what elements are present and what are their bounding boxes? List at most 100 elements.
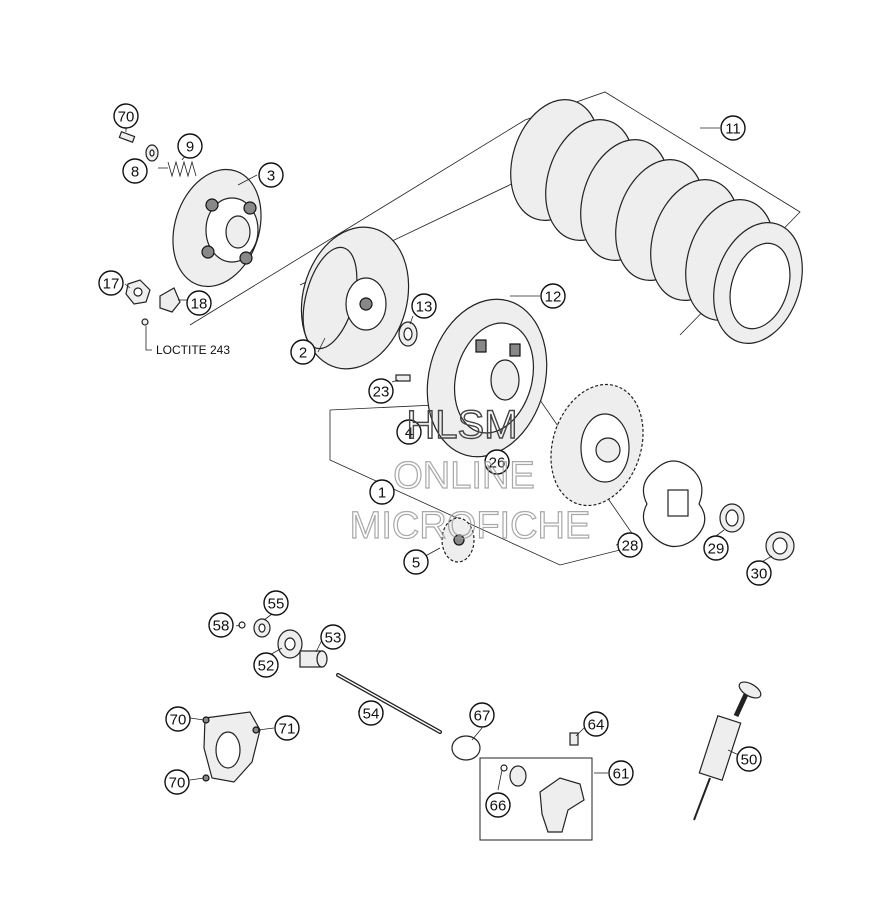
callout-label: 67 — [474, 708, 491, 725]
callout-circle — [113, 103, 139, 129]
callout-8: 8 — [122, 158, 148, 184]
callout-55: 55 — [263, 590, 289, 616]
callout-18: 18 — [186, 290, 212, 316]
callout-label: 4 — [405, 425, 413, 442]
callout-label: 11 — [725, 121, 741, 138]
callout-30: 30 — [746, 560, 772, 586]
callout-label: 17 — [103, 276, 120, 293]
callout-label: 54 — [363, 706, 380, 723]
callout-label: 70 — [118, 109, 135, 126]
callout-circle — [368, 378, 394, 404]
callout-circle — [290, 339, 316, 365]
callout-50: 50 — [736, 746, 762, 772]
callout-circle — [403, 549, 429, 575]
callout-70b: 70 — [165, 706, 191, 732]
screw-part-70 — [118, 131, 136, 143]
callout-label: 64 — [588, 717, 605, 734]
callout-circle — [396, 419, 422, 445]
loctite-note: LOCTITE 243 — [145, 326, 230, 357]
callout-70c: 70 — [164, 769, 190, 795]
callout-5: 5 — [403, 549, 429, 575]
callout-label: 52 — [258, 658, 275, 675]
lock-washer-part-18 — [159, 287, 181, 313]
callout-label: 18 — [191, 296, 208, 313]
callout-26: 26 — [484, 449, 510, 475]
callout-71: 71 — [274, 715, 300, 741]
slave-cylinder-cover — [202, 711, 261, 783]
gear-part-5 — [441, 517, 475, 563]
callout-circle — [177, 133, 203, 159]
callout-circle — [274, 715, 300, 741]
callout-58: 58 — [208, 612, 234, 638]
watermark: HLSM ONLINE MICROFICHE — [349, 402, 591, 547]
callout-29: 29 — [703, 535, 729, 561]
bleed-screw-part-64 — [569, 732, 579, 746]
callout-3: 3 — [258, 162, 284, 188]
callout-17: 17 — [98, 270, 124, 296]
loctite-note-text: LOCTITE 243 — [156, 343, 230, 357]
callout-label: 5 — [412, 555, 420, 572]
callout-54: 54 — [358, 700, 384, 726]
disk-part-28 — [642, 460, 706, 548]
callout-64: 64 — [583, 711, 609, 737]
callout-circle — [540, 283, 566, 309]
callout-label: 50 — [741, 752, 758, 769]
callout-53: 53 — [320, 624, 346, 650]
bushing-part-30 — [765, 531, 795, 561]
bolt-part-23 — [395, 374, 411, 382]
callout-13: 13 — [411, 293, 437, 319]
callout-circle — [746, 560, 772, 586]
pressure-plate-part-3 — [172, 168, 262, 288]
callout-circle — [208, 612, 234, 638]
callout-circle — [617, 532, 643, 558]
callout-circle — [720, 115, 746, 141]
bearing-part-52 — [277, 629, 303, 659]
callout-circle — [165, 706, 191, 732]
callout-52: 52 — [253, 652, 279, 678]
callout-circle — [164, 769, 190, 795]
callout-label: 66 — [490, 798, 507, 815]
callout-70a: 70 — [113, 103, 139, 129]
callout-61: 61 — [608, 760, 634, 786]
watermark-line-1: HLSM — [406, 403, 517, 447]
push-rod-part-54 — [336, 673, 442, 734]
syringe-part-50 — [693, 681, 762, 821]
callout-label: 55 — [268, 596, 285, 613]
slave-cylinder-part-61 — [500, 764, 585, 833]
callout-circle — [411, 293, 437, 319]
callout-circle — [98, 270, 124, 296]
callout-circle — [608, 760, 634, 786]
callout-circle — [484, 449, 510, 475]
callout-label: 29 — [708, 541, 725, 558]
callout-label: 26 — [489, 455, 506, 472]
callout-label: 8 — [131, 164, 139, 181]
primary-gear-part-26 — [550, 383, 644, 507]
callout-label: 58 — [213, 618, 230, 635]
callout-circle — [736, 746, 762, 772]
clutch-basket-part-4 — [426, 298, 548, 458]
callout-circle — [253, 652, 279, 678]
callout-circle — [703, 535, 729, 561]
callout-label: 28 — [622, 538, 639, 555]
callout-circle — [369, 479, 395, 505]
callout-circle — [358, 700, 384, 726]
callout-label: 9 — [186, 139, 194, 156]
watermark-line-3: MICROFICHE — [350, 505, 591, 547]
washer-part-8 — [145, 144, 159, 162]
callout-66: 66 — [485, 792, 511, 818]
needle-bearing-part-29 — [719, 503, 745, 533]
callout-circle — [258, 162, 284, 188]
callout-label: 61 — [613, 766, 630, 783]
callout-circle — [485, 792, 511, 818]
callout-28: 28 — [617, 532, 643, 558]
callout-circle — [469, 702, 495, 728]
nut-part-17 — [125, 279, 151, 305]
callout-11: 11 — [720, 115, 746, 141]
callout-label: 13 — [416, 299, 433, 316]
washer-part-13 — [398, 321, 418, 347]
callout-label: 53 — [325, 630, 342, 647]
callout-label: 3 — [267, 168, 275, 185]
callout-circle — [583, 711, 609, 737]
